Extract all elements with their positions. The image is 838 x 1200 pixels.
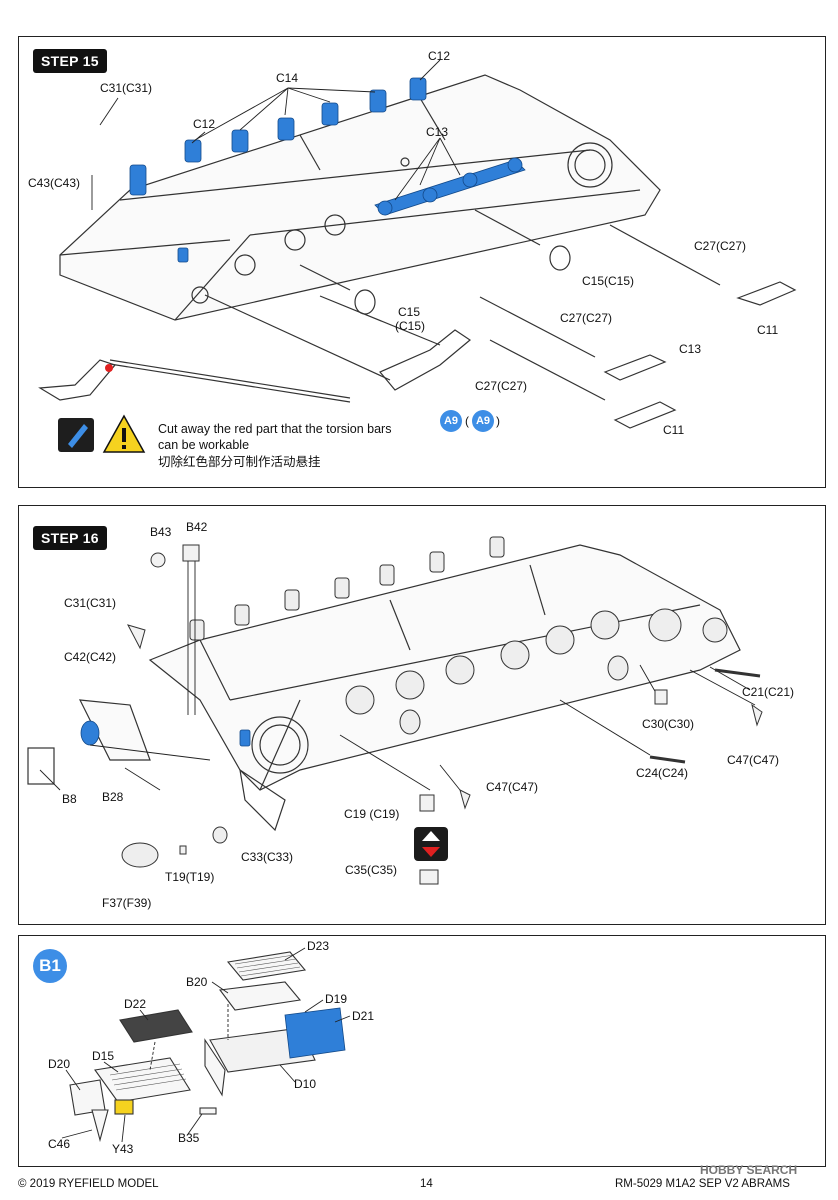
footer-watermark: HOBBY SEARCH [700, 1163, 798, 1177]
label-c21: C21(C21) [742, 685, 795, 699]
label-c15-mid-a: C15 [398, 305, 421, 319]
label-c27-low: C27(C27) [475, 379, 528, 393]
label-d21: D21 [352, 1009, 375, 1023]
footer-copyright: © 2019 RYEFIELD MODEL [18, 1178, 159, 1190]
label-b43: B43 [150, 525, 172, 539]
step16-panel: STEP 16 [18, 505, 826, 925]
label-c12-top: C12 [428, 49, 451, 63]
label-c12-left: C12 [193, 117, 216, 131]
label-c43: C43(C43) [28, 176, 81, 190]
label-c19: C19 (C19) [344, 807, 400, 821]
label-b42: B42 [186, 520, 208, 534]
label-c11-low: C11 [663, 423, 685, 437]
part-badge-a9-alt: A9 [472, 410, 494, 432]
label-paren-close: ) [496, 414, 500, 428]
label-f37: F37(F39) [102, 896, 152, 910]
label-c46: C46 [48, 1137, 71, 1151]
label-c24: C24(C24) [636, 766, 689, 780]
label-c13-top: C13 [426, 125, 449, 139]
label-b20: B20 [186, 975, 208, 989]
label-d15: D15 [92, 1049, 115, 1063]
label-c14: C14 [276, 71, 299, 85]
label-c33: C33(C33) [241, 850, 294, 864]
label-paren-open: ( [465, 414, 469, 428]
label-b28: B28 [102, 790, 124, 804]
direction-arrow-icon [414, 827, 448, 861]
label-c42: C42(C42) [64, 650, 117, 664]
label-b35: B35 [178, 1131, 200, 1145]
label-y43: Y43 [112, 1142, 134, 1156]
label-d20: D20 [48, 1057, 71, 1071]
step15-badge: STEP 15 [33, 49, 107, 73]
label-t19: T19(T19) [165, 870, 215, 884]
note-english-1: Cut away the red part that the torsion b… [158, 422, 392, 436]
label-d19: D19 [325, 992, 348, 1006]
label-c31-16: C31(C31) [64, 596, 117, 610]
label-d23: D23 [307, 939, 330, 953]
label-c31: C31(C31) [100, 81, 153, 95]
step16-badge: STEP 16 [33, 526, 107, 550]
b1-panel: B1 [18, 935, 826, 1167]
label-d22: D22 [124, 997, 147, 1011]
label-c47-right: C47(C47) [727, 753, 780, 767]
label-c11-right: C11 [757, 323, 779, 337]
note-chinese: 切除红色部分可制作活动悬挂 [158, 455, 321, 469]
label-c15-right: C15(C15) [582, 274, 635, 288]
label-b8: B8 [62, 792, 77, 806]
label-d10: D10 [294, 1077, 317, 1091]
label-c27-mid: C27(C27) [560, 311, 613, 325]
footer-product: RM-5029 M1A2 SEP V2 ABRAMS [615, 1178, 790, 1190]
label-c27-right: C27(C27) [694, 239, 747, 253]
part-badge-a9: A9 [440, 410, 462, 432]
note-english-2: can be workable [158, 438, 250, 452]
label-c47-mid: C47(C47) [486, 780, 539, 794]
label-c30: C30(C30) [642, 717, 695, 731]
step15-panel: STEP 15 [18, 36, 826, 488]
b1-badge: B1 [33, 949, 67, 983]
label-c13-low: C13 [679, 342, 702, 356]
footer-page-number: 14 [420, 1178, 433, 1190]
label-c15-mid-b: (C15) [395, 319, 426, 333]
label-c35: C35(C35) [345, 863, 398, 877]
